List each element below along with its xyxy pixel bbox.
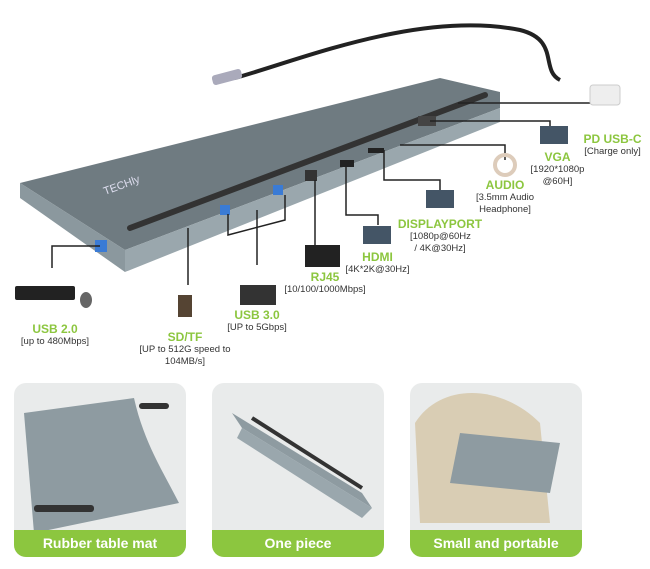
hdmi-label: HDMI[4K*2K@30Hz] (345, 250, 410, 275)
feature-card-portable: Small and portable (410, 383, 582, 557)
charger-icon (589, 84, 621, 106)
sdtf-label: SD/TF[UP to 512G speed to 104MB/s] (139, 330, 231, 367)
hdmi-monitor-icon (363, 226, 391, 244)
vga-label: VGA[1920*1080p @60H] (530, 150, 585, 187)
feature-label: Rubber table mat (14, 530, 186, 557)
sd-card-icon (178, 295, 192, 317)
audio-label: AUDIO[3.5mm Audio Headphone] (475, 178, 535, 215)
usb2-label: USB 2.0[up to 480Mbps] (20, 322, 90, 347)
usb3-label: USB 3.0[UP to 5Gbps] (227, 308, 287, 333)
feature-card-one-piece: One piece (212, 383, 384, 557)
dock-illustration: TECHly (15, 23, 621, 317)
keyboard-icon (15, 286, 75, 300)
mouse-icon (80, 292, 92, 308)
rj45-label: RJ45[10/100/1000Mbps] (284, 270, 366, 295)
devices-icon (240, 285, 276, 305)
feature-label: Small and portable (410, 530, 582, 557)
vga-monitor-icon (540, 126, 568, 144)
headphones-icon (493, 153, 517, 177)
dp-monitor-icon (426, 190, 454, 208)
feature-card-rubber-mat: Rubber table mat (14, 383, 186, 557)
router-icon (305, 245, 340, 267)
pd-usbc-label: PD USB-C[Charge only] (583, 132, 642, 157)
displayport-label: DISPLAYPORT[1080p@60Hz / 4K@30Hz] (397, 217, 483, 254)
feature-label: One piece (212, 530, 384, 557)
